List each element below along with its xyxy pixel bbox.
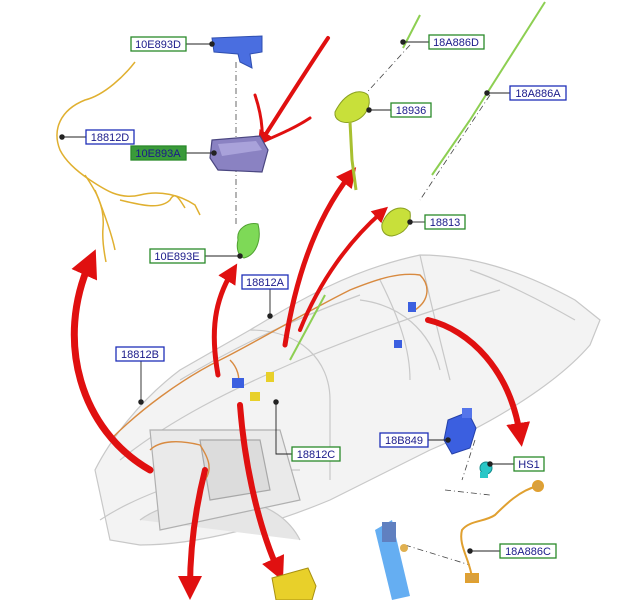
callout-18A886D: 18A886D [428,34,485,50]
callout-18B849: 18B849 [379,432,429,448]
callout-18A886C: 18A886C [499,543,557,559]
red-arrows [70,36,531,600]
part-18A886C-blue [375,520,410,600]
car-body [94,254,601,546]
svg-text:18A886C: 18A886C [505,546,551,558]
callout-10E893A: 10E893A [130,145,187,161]
part-small-yellow [250,372,274,401]
svg-text:18A886D: 18A886D [433,37,479,49]
svg-text:10E893A: 10E893A [135,148,181,160]
part-10E893E [236,223,260,259]
part-10E893D [211,35,263,69]
antenna-rods [289,1,546,361]
svg-text:18812B: 18812B [121,349,159,361]
svg-text:10E893E: 10E893E [154,251,199,263]
svg-text:18936: 18936 [396,105,427,117]
callout-18813: 18813 [424,214,466,230]
part-10E893A [209,135,269,173]
callout-18812A: 18812A [241,274,289,290]
callout-18812B: 18812B [115,346,165,362]
callout-18812D: 18812D [85,129,135,145]
svg-text:18812C: 18812C [297,449,336,461]
callout-10E893E: 10E893E [149,248,206,264]
svg-text:18812A: 18812A [246,277,285,289]
svg-text:18813: 18813 [430,217,461,229]
callout-18A886A: 18A886A [509,85,567,101]
svg-text:18B849: 18B849 [385,435,423,447]
svg-text:18A886A: 18A886A [515,88,561,100]
callout-18936: 18936 [390,102,432,118]
svg-text:18812D: 18812D [91,132,130,144]
part-yellow-module [271,567,317,600]
part-small-blue [232,302,416,388]
svg-text:10E893D: 10E893D [135,39,181,51]
svg-text:HS1: HS1 [518,459,539,471]
part-18812D-harness [56,61,201,263]
part-18A886C-harness [460,480,544,583]
part-18813 [381,207,411,237]
callout-HS1: HS1 [513,456,545,472]
callout-18812C: 18812C [291,446,341,462]
callout-10E893D: 10E893D [130,36,187,52]
